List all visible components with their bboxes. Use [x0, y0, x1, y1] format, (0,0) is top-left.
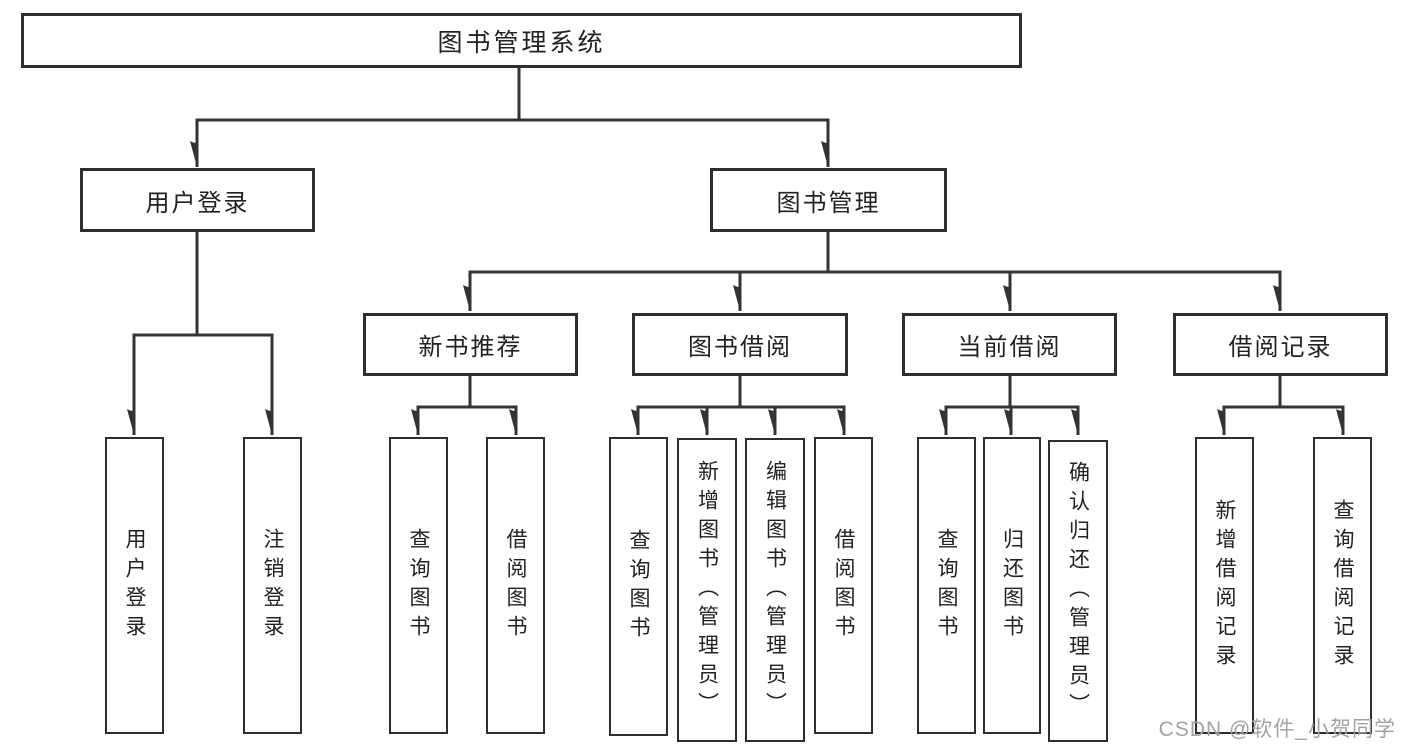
leaf-user-login: 用户登录	[105, 437, 164, 734]
leaf-cb-return-books: 归还图书	[983, 437, 1041, 734]
watermark: CSDN @软件_小贺同学	[1158, 718, 1396, 741]
leaf-nbr-borrow-books: 借阅图书	[486, 437, 545, 734]
node-user-login: 用户登录	[80, 168, 315, 232]
leaf-cb-confirm-return-admin: 确认归还（管理员）	[1048, 440, 1108, 742]
leaf-bb-query-books: 查询图书	[609, 437, 668, 736]
node-borrowing-records: 借阅记录	[1173, 313, 1388, 376]
node-library-system: 图书管理系统	[21, 13, 1022, 68]
node-current-borrowing: 当前借阅	[902, 313, 1117, 376]
leaf-br-add-record: 新增借阅记录	[1195, 437, 1254, 734]
node-new-book-recommend: 新书推荐	[363, 313, 578, 376]
leaf-br-query-record: 查询借阅记录	[1313, 437, 1372, 734]
leaf-bb-borrow-books: 借阅图书	[814, 437, 873, 734]
node-book-management: 图书管理	[710, 168, 947, 232]
connector-bars	[132, 68, 1345, 409]
node-book-borrowing: 图书借阅	[632, 313, 848, 376]
leaf-logout: 注销登录	[243, 437, 302, 734]
leaf-cb-query-books: 查询图书	[917, 437, 976, 734]
leaf-nbr-query-books: 查询图书	[389, 437, 448, 734]
leaf-bb-edit-books-admin: 编辑图书（管理员）	[745, 438, 805, 742]
leaf-bb-add-books-admin: 新增图书（管理员）	[677, 438, 737, 742]
